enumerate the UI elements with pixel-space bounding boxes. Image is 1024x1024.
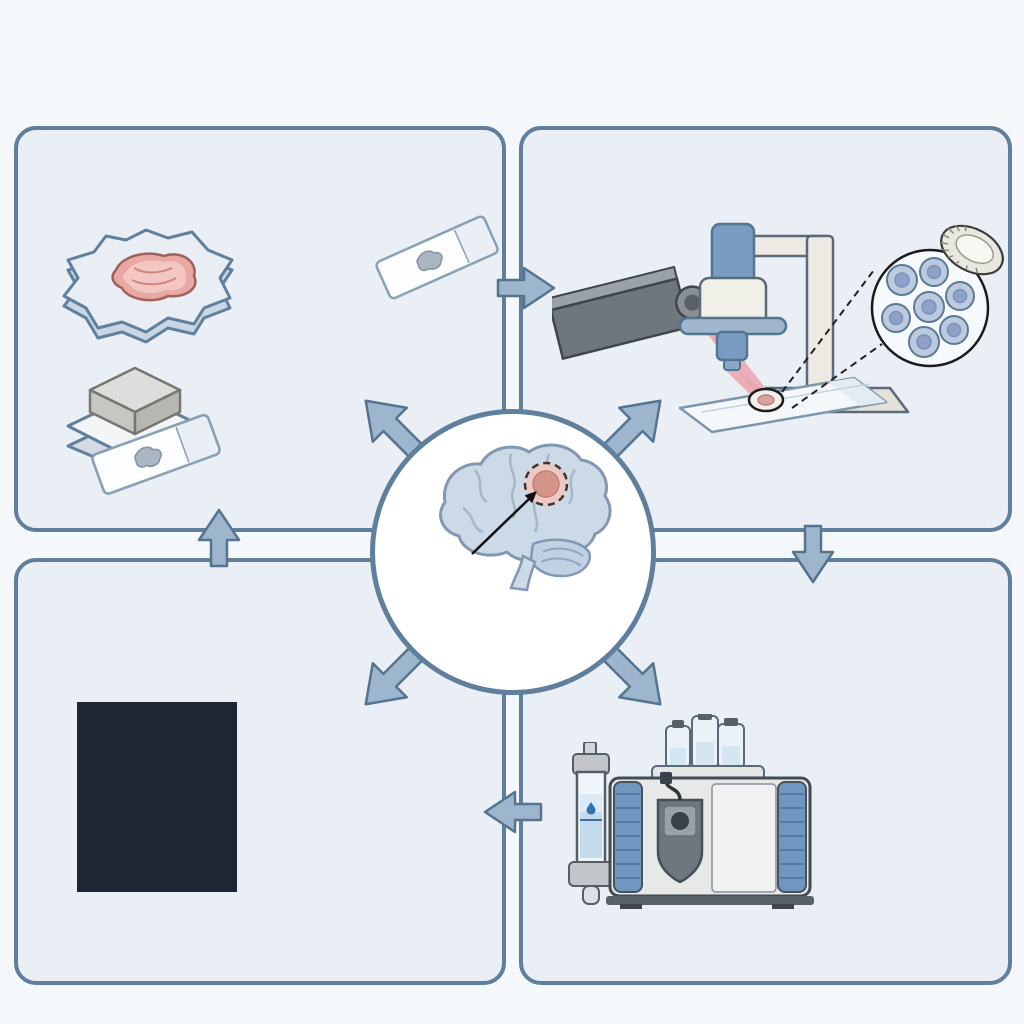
tissue-slide-icon (678, 376, 888, 434)
lcm-illustration (552, 222, 1004, 434)
panel-bioinformatics (14, 558, 506, 985)
flow-arrow-1-to-2 (496, 266, 556, 310)
panel-sample-input (14, 126, 506, 532)
roi-hub (370, 409, 656, 695)
brain-icon (439, 443, 612, 592)
tube-cap-icon (940, 224, 1004, 276)
frozen-tissue-icon (62, 228, 234, 344)
lc-column-icon (568, 742, 614, 905)
flow-arrow-2-to-3 (791, 524, 835, 584)
protein-network-icon (250, 694, 480, 906)
solvent-bottles-icon (665, 714, 745, 769)
isolated-cells-icon (870, 248, 990, 368)
heatmap-icon (77, 702, 237, 892)
flow-arrow-3-to-4 (483, 790, 543, 834)
mass-spectrometer-icon (606, 714, 814, 909)
flow-arrow-4-to-1 (197, 508, 241, 568)
chromatogram-icon (810, 752, 980, 897)
tumor-pointer-arrow (471, 491, 537, 555)
glass-slide-icon (375, 215, 499, 300)
laser-unit-icon (552, 265, 710, 361)
glass-slide-icon-2 (91, 413, 221, 495)
